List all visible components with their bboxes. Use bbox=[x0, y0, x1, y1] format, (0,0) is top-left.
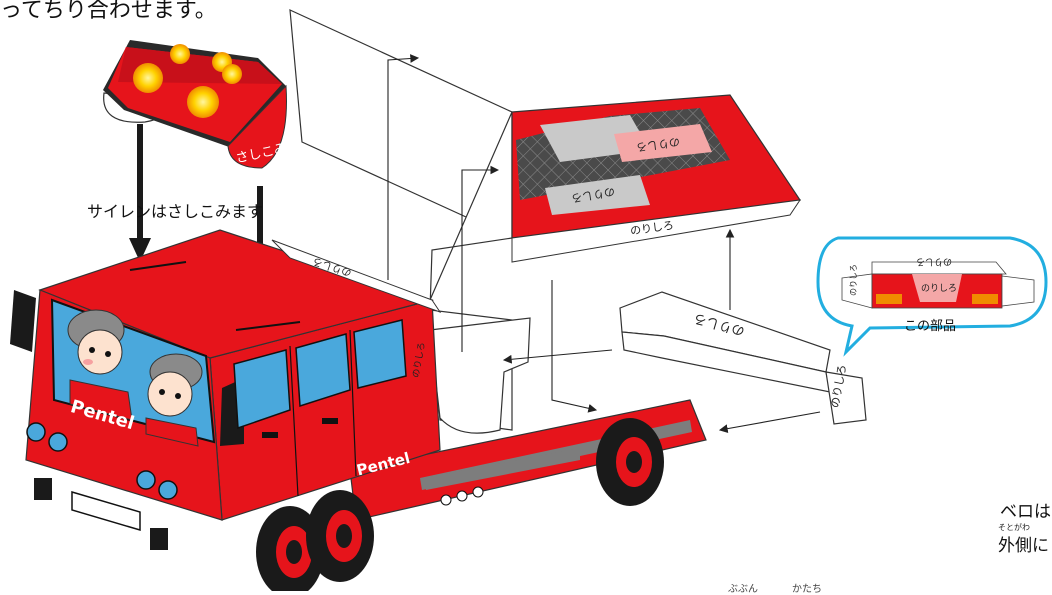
callout-tab-label: のりしろ bbox=[921, 283, 957, 294]
bottom-ruby-1: ぶぶん bbox=[728, 584, 758, 595]
right-instruction-line-1: ベロは bbox=[1000, 497, 1051, 522]
callout-left-tab-label: のりしろ bbox=[849, 264, 858, 296]
callout-caption: この部品 bbox=[904, 319, 956, 334]
cargo-deck bbox=[512, 95, 800, 262]
right-instruction-line-2: 外側に bbox=[998, 531, 1049, 556]
siren-caption: サイレンはさしこみます bbox=[87, 202, 263, 221]
bottom-ruby-2: かたち bbox=[792, 584, 822, 595]
callout-top-tab-label: のりしろ bbox=[916, 256, 952, 267]
bottom-ruby-text: ぶぶん かたち bbox=[728, 580, 856, 595]
instruction-text-top: ってちり合わせます。 bbox=[0, 0, 217, 24]
